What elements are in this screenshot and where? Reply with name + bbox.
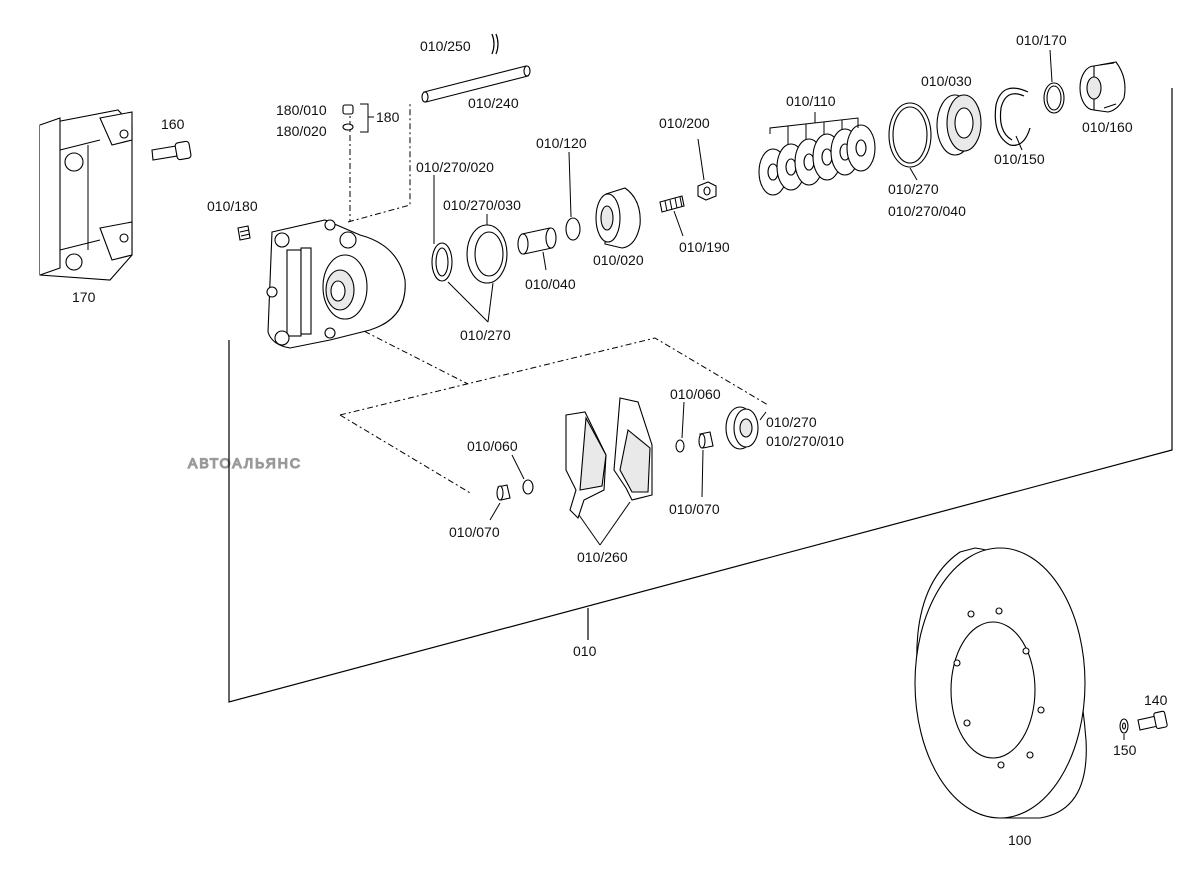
leader-010-060-a [511, 454, 525, 480]
part-010-270-030-seal[interactable] [466, 224, 508, 284]
label-010-270-b: 010/270 [888, 181, 939, 197]
label-010-200: 010/200 [659, 115, 710, 131]
part-010-070-a-bushing[interactable] [496, 484, 511, 501]
label-010-180: 010/180 [207, 198, 258, 214]
part-010-170-oring[interactable] [1043, 82, 1065, 114]
label-150: 150 [1113, 742, 1137, 758]
part-160-bolt[interactable] [151, 140, 192, 161]
label-010-270-020: 010/270/020 [416, 159, 494, 175]
watermark: АВТОАЛЬЯНС [188, 455, 302, 471]
leader-010-260-b [599, 501, 631, 546]
part-100-brake-disc[interactable] [914, 547, 1087, 819]
part-140-bolt[interactable] [1137, 710, 1168, 731]
label-160: 160 [161, 116, 185, 132]
part-180-bleeder[interactable] [342, 103, 374, 133]
label-010-110: 010/110 [786, 93, 836, 109]
label-010-060-a: 010/060 [467, 438, 518, 454]
leader-010-150 [1015, 135, 1023, 151]
leader-010-170 [1049, 49, 1053, 83]
assembly-010-frame [228, 88, 1173, 703]
label-010-270-a: 010/270 [460, 327, 511, 343]
label-170: 170 [72, 289, 96, 305]
label-010-250: 010/250 [420, 38, 471, 54]
label-010-040: 010/040 [525, 276, 576, 292]
part-010-020-adjuster[interactable] [595, 187, 641, 249]
leader-010-270-b [909, 167, 918, 181]
leader-010-060-b [681, 401, 685, 439]
label-010-190: 010/190 [679, 239, 730, 255]
label-100: 100 [1008, 832, 1032, 848]
leader-010-070-b [701, 449, 704, 498]
leader-010-200 [697, 138, 705, 181]
label-180-020: 180/020 [276, 123, 327, 139]
label-010-270-030: 010/270/030 [443, 197, 521, 213]
leader-010-110 [769, 112, 859, 145]
part-010-270-040-ring[interactable] [888, 102, 932, 168]
part-010-110-disc-springs[interactable] [758, 124, 876, 196]
leader-010-270-c [759, 411, 767, 421]
leader-010-270-a2 [487, 282, 494, 323]
part-010-200-nut[interactable] [697, 181, 717, 201]
part-150-washer[interactable] [1119, 718, 1129, 734]
label-010: 010 [573, 643, 597, 659]
label-010-070-b: 010/070 [669, 501, 720, 517]
label-010-030: 010/030 [921, 73, 972, 89]
leader-010-190 [673, 210, 684, 237]
label-140: 140 [1144, 692, 1168, 708]
part-010-160-nut[interactable] [1079, 61, 1126, 113]
label-010-020: 010/020 [593, 252, 644, 268]
part-010-250-clip[interactable] [491, 33, 499, 55]
label-010-170: 010/170 [1016, 32, 1067, 48]
part-010-040-piston[interactable] [517, 227, 557, 255]
label-010-260: 010/260 [577, 549, 628, 565]
label-010-240: 010/240 [468, 95, 519, 111]
part-010-270-020-ring[interactable] [431, 242, 453, 282]
label-010-150: 010/150 [994, 151, 1045, 167]
label-010-270-010: 010/270/010 [766, 433, 844, 449]
part-010-270-010-seal[interactable] [725, 406, 759, 450]
label-010-060-b: 010/060 [670, 386, 721, 402]
part-010-120-oring[interactable] [565, 217, 581, 241]
part-010-180-screw[interactable] [237, 225, 251, 241]
label-180-010: 180/010 [276, 102, 327, 118]
label-010-270-040: 010/270/040 [888, 203, 966, 219]
label-010-120: 010/120 [536, 135, 587, 151]
part-010-150-snap-ring[interactable] [994, 87, 1031, 146]
caliper-housing[interactable] [266, 219, 406, 349]
part-170-carrier-bracket[interactable] [39, 109, 133, 281]
part-010-030-bearing[interactable] [936, 94, 982, 156]
leader-010-270-a1 [447, 281, 489, 323]
part-010-060-a-cap[interactable] [522, 479, 534, 495]
label-010-270-c: 010/270 [766, 414, 817, 430]
part-010-060-b-cap[interactable] [675, 439, 685, 453]
part-010-190-spring[interactable] [659, 195, 685, 213]
leader-010-260-a [578, 514, 601, 546]
leader-010-070-a [489, 502, 501, 521]
part-010-070-b-bushing[interactable] [698, 431, 714, 449]
label-010-160: 010/160 [1082, 119, 1133, 135]
part-010-240-pin[interactable] [421, 65, 531, 103]
leader-010-040 [542, 251, 547, 271]
part-010-260-brake-pads[interactable] [565, 397, 653, 520]
label-010-070-a: 010/070 [449, 524, 500, 540]
label-180: 180 [376, 109, 400, 125]
leader-010-120 [568, 151, 572, 218]
